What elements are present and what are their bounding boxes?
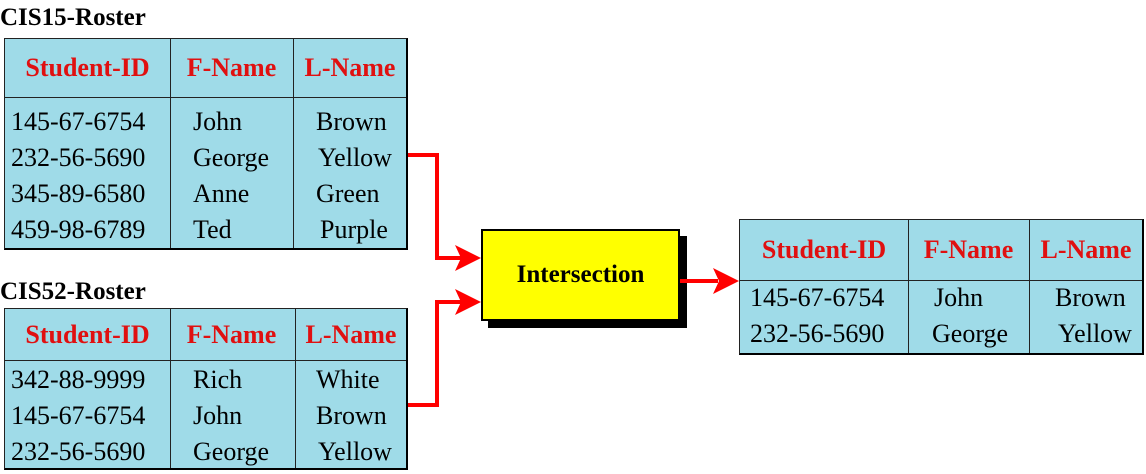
roster1-header-cell: L-Name (304, 53, 396, 82)
table-row: 342-88-9999 Rich White (5, 362, 406, 398)
roster2-table: Student-ID F-Name L-Name 342-88-9999 Ric… (4, 308, 408, 470)
last-name-cell: Brown (316, 401, 387, 430)
student-id-cell: 345-89-6580 (11, 179, 146, 208)
table-row: 345-89-6580 Anne Green (5, 176, 406, 212)
first-name-cell: John (193, 401, 243, 430)
table-row: 459-98-6789 Ted Purple (5, 212, 406, 248)
roster2-title: CIS52-Roster (0, 278, 146, 305)
first-name-cell: John (193, 107, 243, 136)
result-table: Student-ID F-Name L-Name 145-67-6754 Joh… (739, 219, 1144, 355)
table-row: 232-56-5690 George Yellow (5, 140, 406, 176)
student-id-cell: 342-88-9999 (11, 365, 146, 394)
last-name-cell: Yellow (1058, 319, 1132, 348)
student-id-cell: 232-56-5690 (11, 437, 146, 466)
roster1-header-cell: F-Name (186, 53, 277, 82)
roster1-title: CIS15-Roster (0, 4, 146, 31)
column-divider (293, 39, 294, 248)
roster1-header-cell: Student-ID (25, 53, 150, 82)
first-name-cell: John (934, 283, 984, 312)
arrowhead-icon (455, 289, 481, 315)
student-id-cell: 232-56-5690 (750, 319, 885, 348)
roster2-header-cell: L-Name (305, 319, 397, 349)
arrowhead-icon (455, 245, 481, 271)
result-header-cell: F-Name (923, 235, 1014, 264)
result-header-cell: Student-ID (761, 235, 887, 264)
first-name-cell: Ted (193, 215, 232, 244)
last-name-cell: Yellow (318, 143, 392, 172)
table-row: 232-56-5690 George Yellow (740, 316, 1142, 352)
arrowhead-icon (713, 268, 739, 294)
column-divider (170, 39, 171, 248)
arrow-roster2-to-intersection (408, 300, 462, 407)
last-name-cell: White (316, 365, 380, 394)
student-id-cell: 232-56-5690 (11, 143, 146, 172)
last-name-cell: Brown (316, 107, 387, 136)
roster2-header-cell: Student-ID (25, 319, 150, 349)
intersection-operation-box: Intersection (481, 229, 680, 321)
roster2-header-cell: F-Name (186, 319, 277, 349)
first-name-cell: George (932, 319, 1009, 348)
table-row: 145-67-6754 John Brown (5, 104, 406, 140)
last-name-cell: Green (316, 179, 380, 208)
first-name-cell: Rich (193, 365, 243, 394)
table-row: 145-67-6754 John Brown (5, 398, 406, 434)
student-id-cell: 145-67-6754 (11, 401, 146, 430)
column-divider (170, 309, 171, 468)
result-header-cell: L-Name (1040, 235, 1132, 264)
table-row: 145-67-6754 John Brown (740, 280, 1142, 316)
arrow-roster1-to-intersection (408, 153, 462, 260)
student-id-cell: 145-67-6754 (750, 283, 885, 312)
last-name-cell: Purple (320, 215, 388, 244)
column-divider (908, 220, 909, 353)
last-name-cell: Yellow (318, 437, 392, 466)
first-name-cell: George (193, 437, 270, 466)
table-row: 232-56-5690 George Yellow (5, 434, 406, 470)
last-name-cell: Brown (1055, 283, 1126, 312)
first-name-cell: Anne (193, 179, 250, 208)
roster1-table: Student-ID F-Name L-Name 145-67-6754 Joh… (4, 38, 408, 250)
student-id-cell: 459-98-6789 (11, 215, 146, 244)
result-header-row: Student-ID F-Name L-Name (740, 220, 1142, 281)
column-divider (1029, 220, 1030, 353)
student-id-cell: 145-67-6754 (11, 107, 146, 136)
roster1-header-row: Student-ID F-Name L-Name (5, 39, 406, 98)
roster2-header-row: Student-ID F-Name L-Name (5, 309, 406, 361)
first-name-cell: George (193, 143, 270, 172)
operation-label: Intersection (516, 261, 645, 288)
column-divider (295, 309, 296, 468)
